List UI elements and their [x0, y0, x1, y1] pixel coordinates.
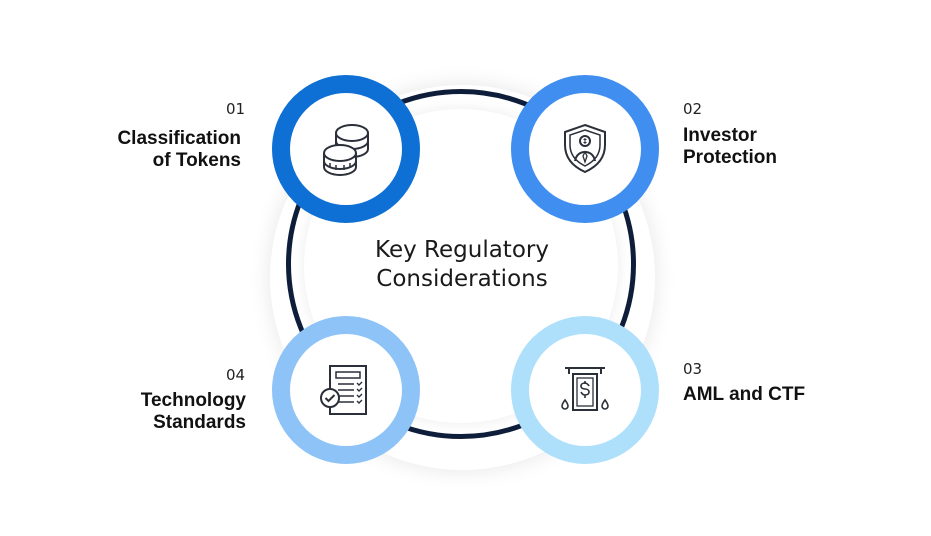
shield-investor-icon [564, 123, 606, 174]
item-label-classification-of-tokens: Classification of Tokens [60, 128, 241, 172]
item-number-03: 03 [683, 360, 703, 378]
node-classification-of-tokens [272, 75, 420, 223]
node-aml-and-ctf [511, 316, 659, 464]
center-title: Key Regulatory Considerations [330, 236, 594, 294]
node-technology-standards [272, 316, 420, 464]
item-label-line2: Protection [683, 147, 777, 168]
node-investor-protection [511, 75, 659, 223]
item-label-investor-protection: Investor Protection [683, 125, 883, 169]
item-number-01: 01 [226, 100, 246, 118]
item-label-line1: AML and CTF [683, 384, 806, 405]
item-label-line1: Investor [683, 125, 757, 146]
item-label-line2: of Tokens [152, 150, 241, 171]
center-title-line1: Key Regulatory [375, 237, 549, 263]
coins-icon [323, 124, 369, 177]
center-title-line2: Considerations [376, 266, 548, 292]
item-label-aml-and-ctf: AML and CTF [683, 384, 883, 406]
item-label-line1: Technology [140, 390, 246, 411]
item-number-04: 04 [226, 366, 246, 384]
item-label-technology-standards: Technology Standards [60, 390, 246, 434]
checklist-document-icon [320, 365, 367, 415]
item-number-02: 02 [683, 100, 703, 118]
item-label-line2: Standards [153, 412, 246, 433]
cash-dollar-icon [561, 367, 609, 411]
item-label-line1: Classification [117, 128, 241, 149]
